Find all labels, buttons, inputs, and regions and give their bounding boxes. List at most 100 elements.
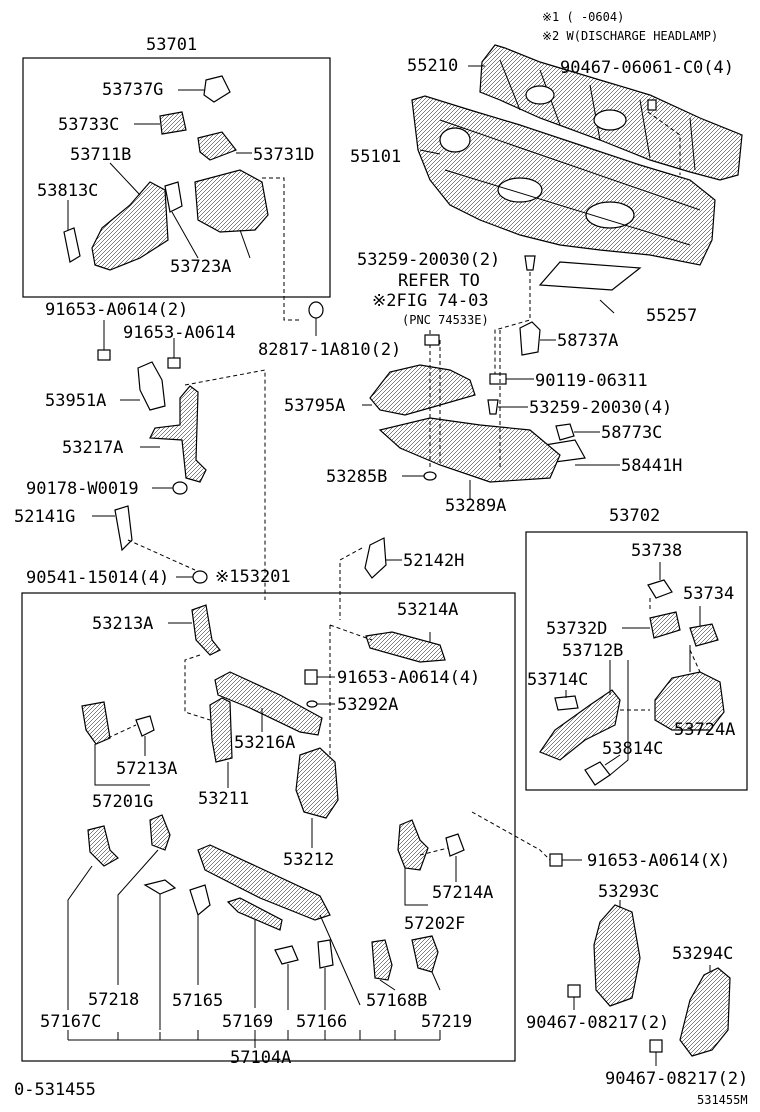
part-53731D [197, 131, 252, 161]
label-57213A: 57213A [116, 759, 177, 779]
label-57219: 57219 [421, 1012, 472, 1032]
part-57169 [226, 897, 283, 1008]
label-57218: 57218 [88, 990, 139, 1010]
part-57202F [397, 819, 429, 906]
label-57165: 57165 [172, 991, 223, 1011]
label-57168B: 57168B [366, 991, 427, 1011]
label-53732D: 53732D [546, 619, 607, 639]
label-58441H: 58441H [621, 456, 682, 476]
label-90467-08217-a: 90467-08217(2) [526, 1013, 669, 1033]
cowl-top-53795A [362, 364, 476, 416]
part-52142H [339, 537, 402, 620]
bolt-91653-mid [167, 338, 181, 369]
label-53711B: 53711B [70, 145, 131, 165]
reference-line-1: REFER TO [398, 271, 480, 291]
part-53217A [140, 385, 207, 483]
group-frame-53201 [21, 592, 516, 1062]
label-53724A: 53724A [674, 720, 735, 740]
label-53813C: 53813C [37, 181, 98, 201]
group-label-53201: ※153201 [215, 567, 291, 587]
part-center-brace [197, 844, 361, 1006]
label-53712B: 53712B [562, 641, 623, 661]
bolt-91653-left [97, 320, 111, 361]
part-53733C [134, 111, 187, 135]
bracket-58773C [555, 423, 600, 441]
group-frame-53702 [525, 531, 748, 791]
group-label-53702: 53702 [609, 506, 660, 526]
screw-90467-a [567, 984, 581, 1010]
part-57168B [371, 939, 396, 991]
label-53733C: 53733C [58, 115, 119, 135]
part-53813C [63, 200, 81, 263]
part-57169-lower [143, 879, 177, 1030]
label-53814C: 53814C [602, 739, 663, 759]
bolt-91653-X [549, 853, 582, 867]
part-53212 [295, 747, 339, 848]
note-1: ※1 ( -0604) [542, 10, 624, 24]
part-53732D [622, 611, 681, 639]
label-57214A: 57214A [432, 883, 493, 903]
part-57219 [411, 935, 441, 991]
label-55210: 55210 [407, 56, 458, 76]
footer-left-code: 0-531455 [14, 1080, 96, 1100]
label-57166: 57166 [296, 1012, 347, 1032]
label-53293C: 53293C [598, 882, 659, 902]
label-53737G: 53737G [102, 80, 163, 100]
label-52142H: 52142H [403, 551, 464, 571]
group-label-53701: 53701 [146, 35, 197, 55]
part-53724A [654, 645, 725, 731]
seal-53285B [402, 471, 437, 481]
seal-55257 [538, 261, 642, 291]
label-57201G: 57201G [92, 792, 153, 812]
label-52141G: 52141G [14, 507, 75, 527]
label-53213A: 53213A [92, 614, 153, 634]
part-53213A [168, 604, 221, 656]
reference-line-2: ※2FIG 74-03 [372, 291, 489, 311]
label-53795A: 53795A [284, 396, 345, 416]
label-53294C: 53294C [672, 944, 733, 964]
label-55257: 55257 [646, 306, 697, 326]
label-91653-A0614: 91653-A0614 [123, 323, 236, 343]
part-57166 [274, 939, 334, 1010]
clip-82817 [308, 301, 324, 336]
dash-panel-55101 [411, 95, 716, 266]
group-frame-53701 [22, 57, 331, 298]
label-91653-A0614-4: 91653-A0614(4) [337, 668, 480, 688]
part-53712B [539, 660, 629, 776]
part-53737G [178, 75, 231, 103]
label-53259-20030-top: 53259-20030(2) [357, 250, 500, 270]
label-53951A: 53951A [45, 391, 106, 411]
label-91653-A0614-X: 91653-A0614(X) [587, 851, 730, 871]
part-57167C [67, 825, 119, 1010]
label-53211: 53211 [198, 789, 249, 809]
dash-panel-55210 [479, 44, 743, 181]
group-label-57104A: 57104A [230, 1048, 291, 1068]
label-53292A: 53292A [337, 695, 398, 715]
label-53738: 53738 [631, 541, 682, 561]
part-53814C [584, 754, 621, 786]
part-53216A [214, 671, 323, 736]
label-53289A: 53289A [445, 496, 506, 516]
nut-90178 [152, 481, 188, 495]
cowl-vent-53289A [378, 417, 561, 500]
reference-line-3: (PNC 74533E) [402, 313, 489, 327]
nut-90541 [176, 570, 208, 584]
bolt-90119 [489, 373, 534, 385]
label-90541: 90541-15014(4) [26, 568, 169, 588]
label-57169: 57169 [222, 1012, 273, 1032]
part-53294C [679, 965, 731, 1057]
part-53211 [209, 697, 233, 788]
part-57218 [117, 814, 171, 985]
label-58773C: 58773C [601, 423, 662, 443]
washer-53292A [306, 700, 335, 708]
label-58737A: 58737A [557, 331, 618, 351]
part-53711B [91, 162, 169, 271]
footer-right-code: 531455M [697, 1093, 748, 1107]
part-57213A [135, 715, 155, 756]
part-52141G [92, 505, 133, 552]
label-90119-06311: 90119-06311 [535, 371, 648, 391]
bolt-91653-x4 [304, 669, 335, 685]
label-53214A: 53214A [397, 600, 458, 620]
screw-90467-b [649, 1039, 663, 1066]
